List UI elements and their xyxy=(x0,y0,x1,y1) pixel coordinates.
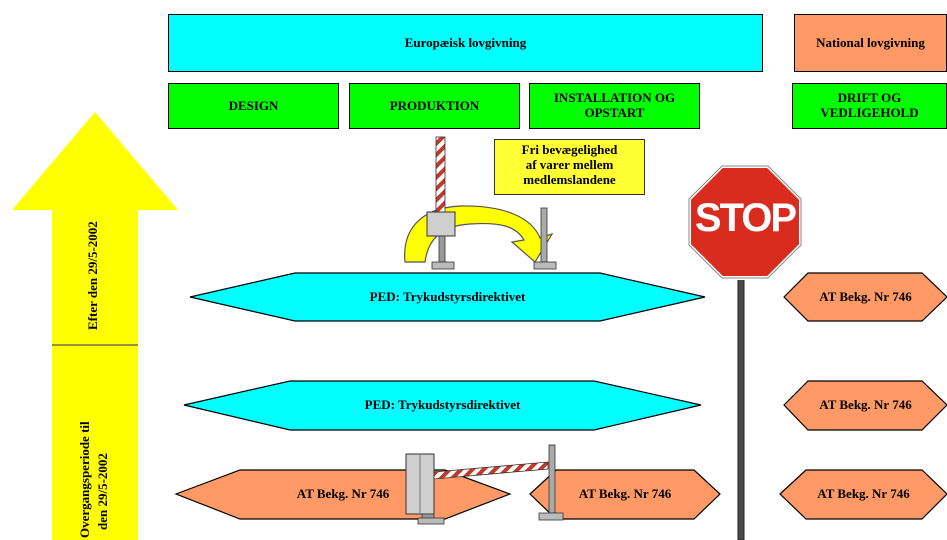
european-law-box: Europæisk lovgivning xyxy=(168,14,763,72)
ped-upper-hexagon xyxy=(189,272,706,322)
upper-receiving-post xyxy=(540,207,548,263)
upper-barrier-arm xyxy=(435,136,446,218)
at-right-label-3: AT Bekg. Nr 746 xyxy=(817,486,910,501)
time-arrow xyxy=(12,112,178,540)
at-right-hexagon-3 xyxy=(779,469,947,520)
ped-upper-label: PED: Trykudstyrsdirektivet xyxy=(369,289,526,304)
at-middle-label: AT Bekg. Nr 746 xyxy=(578,486,672,501)
phase-operation-box: DRIFT OG VEDLIGEHOLD xyxy=(792,83,947,129)
phase-production-label: PRODUKTION xyxy=(389,97,480,113)
free-movement-note: Fri bevægelighed af varer mellem medlems… xyxy=(494,139,645,195)
transition-label-line2: den 29/5-2002 xyxy=(95,453,110,530)
phase-design-label: DESIGN xyxy=(228,97,279,113)
transition-label-line1: Overgangsperiode til xyxy=(77,421,92,538)
phase-design-box: DESIGN xyxy=(168,83,339,129)
upper-barrier-base xyxy=(431,261,455,270)
free-movement-line2: af varer mellem xyxy=(525,156,614,172)
ped-lower-hexagon xyxy=(183,380,702,431)
lower-barrier-arm xyxy=(433,461,549,480)
national-law-box: National lovgivning xyxy=(794,14,947,72)
at-right-label-1: AT Bekg. Nr 746 xyxy=(819,289,912,304)
national-law-label: National lovgivning xyxy=(816,34,925,50)
phase-operation-line1: DRIFT OG xyxy=(837,90,902,106)
lower-barrier-base xyxy=(417,517,445,525)
phase-production-box: PRODUKTION xyxy=(349,83,520,129)
after-date-label: Efter den 29/5-2002 xyxy=(85,221,100,330)
ped-lower-label: PED: Trykudstyrsdirektivet xyxy=(364,397,521,412)
european-law-label: Europæisk lovgivning xyxy=(404,34,527,50)
phase-installation-line2: OPSTART xyxy=(584,105,645,120)
upper-barrier-housing xyxy=(426,211,456,237)
stop-sign-text: STOP xyxy=(694,196,797,240)
phase-installation-line1: INSTALLATION OG xyxy=(553,90,676,106)
free-movement-line3: medlemslandene xyxy=(523,171,616,187)
stop-pole xyxy=(737,267,745,540)
at-right-hexagon-2 xyxy=(783,380,947,431)
at-right-label-2: AT Bekg. Nr 746 xyxy=(819,397,912,412)
phase-installation-box: INSTALLATION OG OPSTART xyxy=(529,83,700,129)
phase-operation-line2: VEDLIGEHOLD xyxy=(820,105,919,120)
at-right-hexagon-1 xyxy=(783,272,947,322)
free-movement-line1: Fri bevægelighed xyxy=(521,142,618,157)
at-left-label: AT Bekg. Nr 746 xyxy=(296,486,390,501)
